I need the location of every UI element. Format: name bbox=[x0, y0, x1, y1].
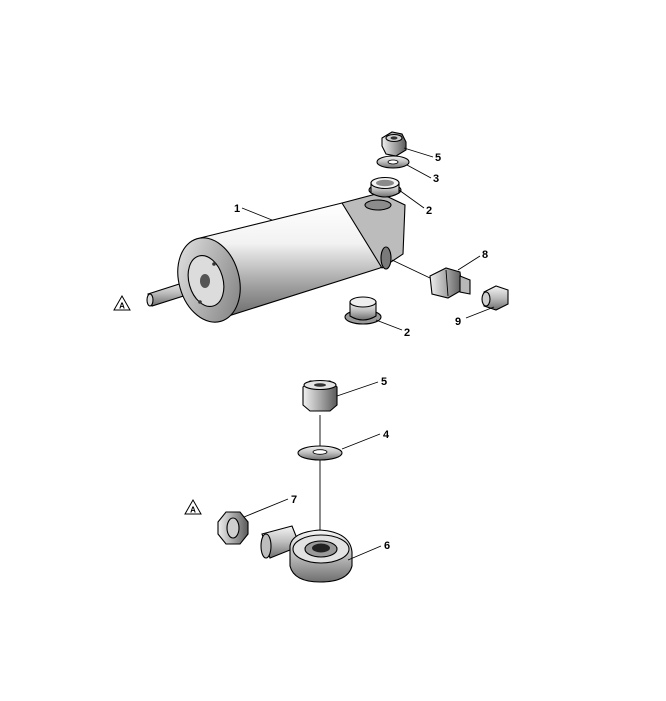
callout-5-top-nut: 5 bbox=[435, 152, 441, 164]
rod-end-bearing bbox=[260, 525, 353, 583]
bushing-upper bbox=[368, 176, 402, 198]
dust-cap bbox=[481, 285, 509, 311]
callout-5-bottom-nut: 5 bbox=[381, 376, 387, 388]
callout-6-rod-end: 6 bbox=[384, 540, 390, 552]
cylinder-body bbox=[177, 192, 406, 323]
callout-2-lower-bushing: 2 bbox=[404, 327, 410, 339]
bushing-lower bbox=[344, 296, 382, 325]
reference-marker-bottom-label: A bbox=[190, 506, 196, 515]
hydraulic-fitting bbox=[429, 267, 471, 299]
callouts: 1 5 3 2 8 9 2 5 4 7 6 bbox=[234, 147, 495, 561]
rod-end-assembly bbox=[217, 379, 353, 583]
callout-2-upper-bushing: 2 bbox=[426, 205, 432, 217]
lock-nut-bottom bbox=[302, 379, 338, 412]
callout-8-fitting: 8 bbox=[482, 249, 488, 261]
washer-top bbox=[376, 155, 410, 169]
callout-7-jam-nut: 7 bbox=[291, 494, 297, 506]
actuator-cylinder-assembly bbox=[146, 131, 509, 325]
washer-bottom bbox=[297, 445, 343, 461]
callout-9-cap: 9 bbox=[455, 316, 461, 328]
alignment-line-top bbox=[391, 259, 431, 279]
lock-nut-top bbox=[381, 131, 407, 157]
reference-marker-top-label: A bbox=[119, 302, 125, 311]
jam-nut bbox=[217, 511, 249, 545]
reference-marker-top: A bbox=[113, 294, 131, 311]
reference-marker-bottom: A bbox=[184, 498, 202, 515]
callout-1-cylinder: 1 bbox=[234, 203, 240, 215]
callout-4-washer: 4 bbox=[383, 429, 390, 441]
callout-3-washer: 3 bbox=[433, 173, 439, 185]
